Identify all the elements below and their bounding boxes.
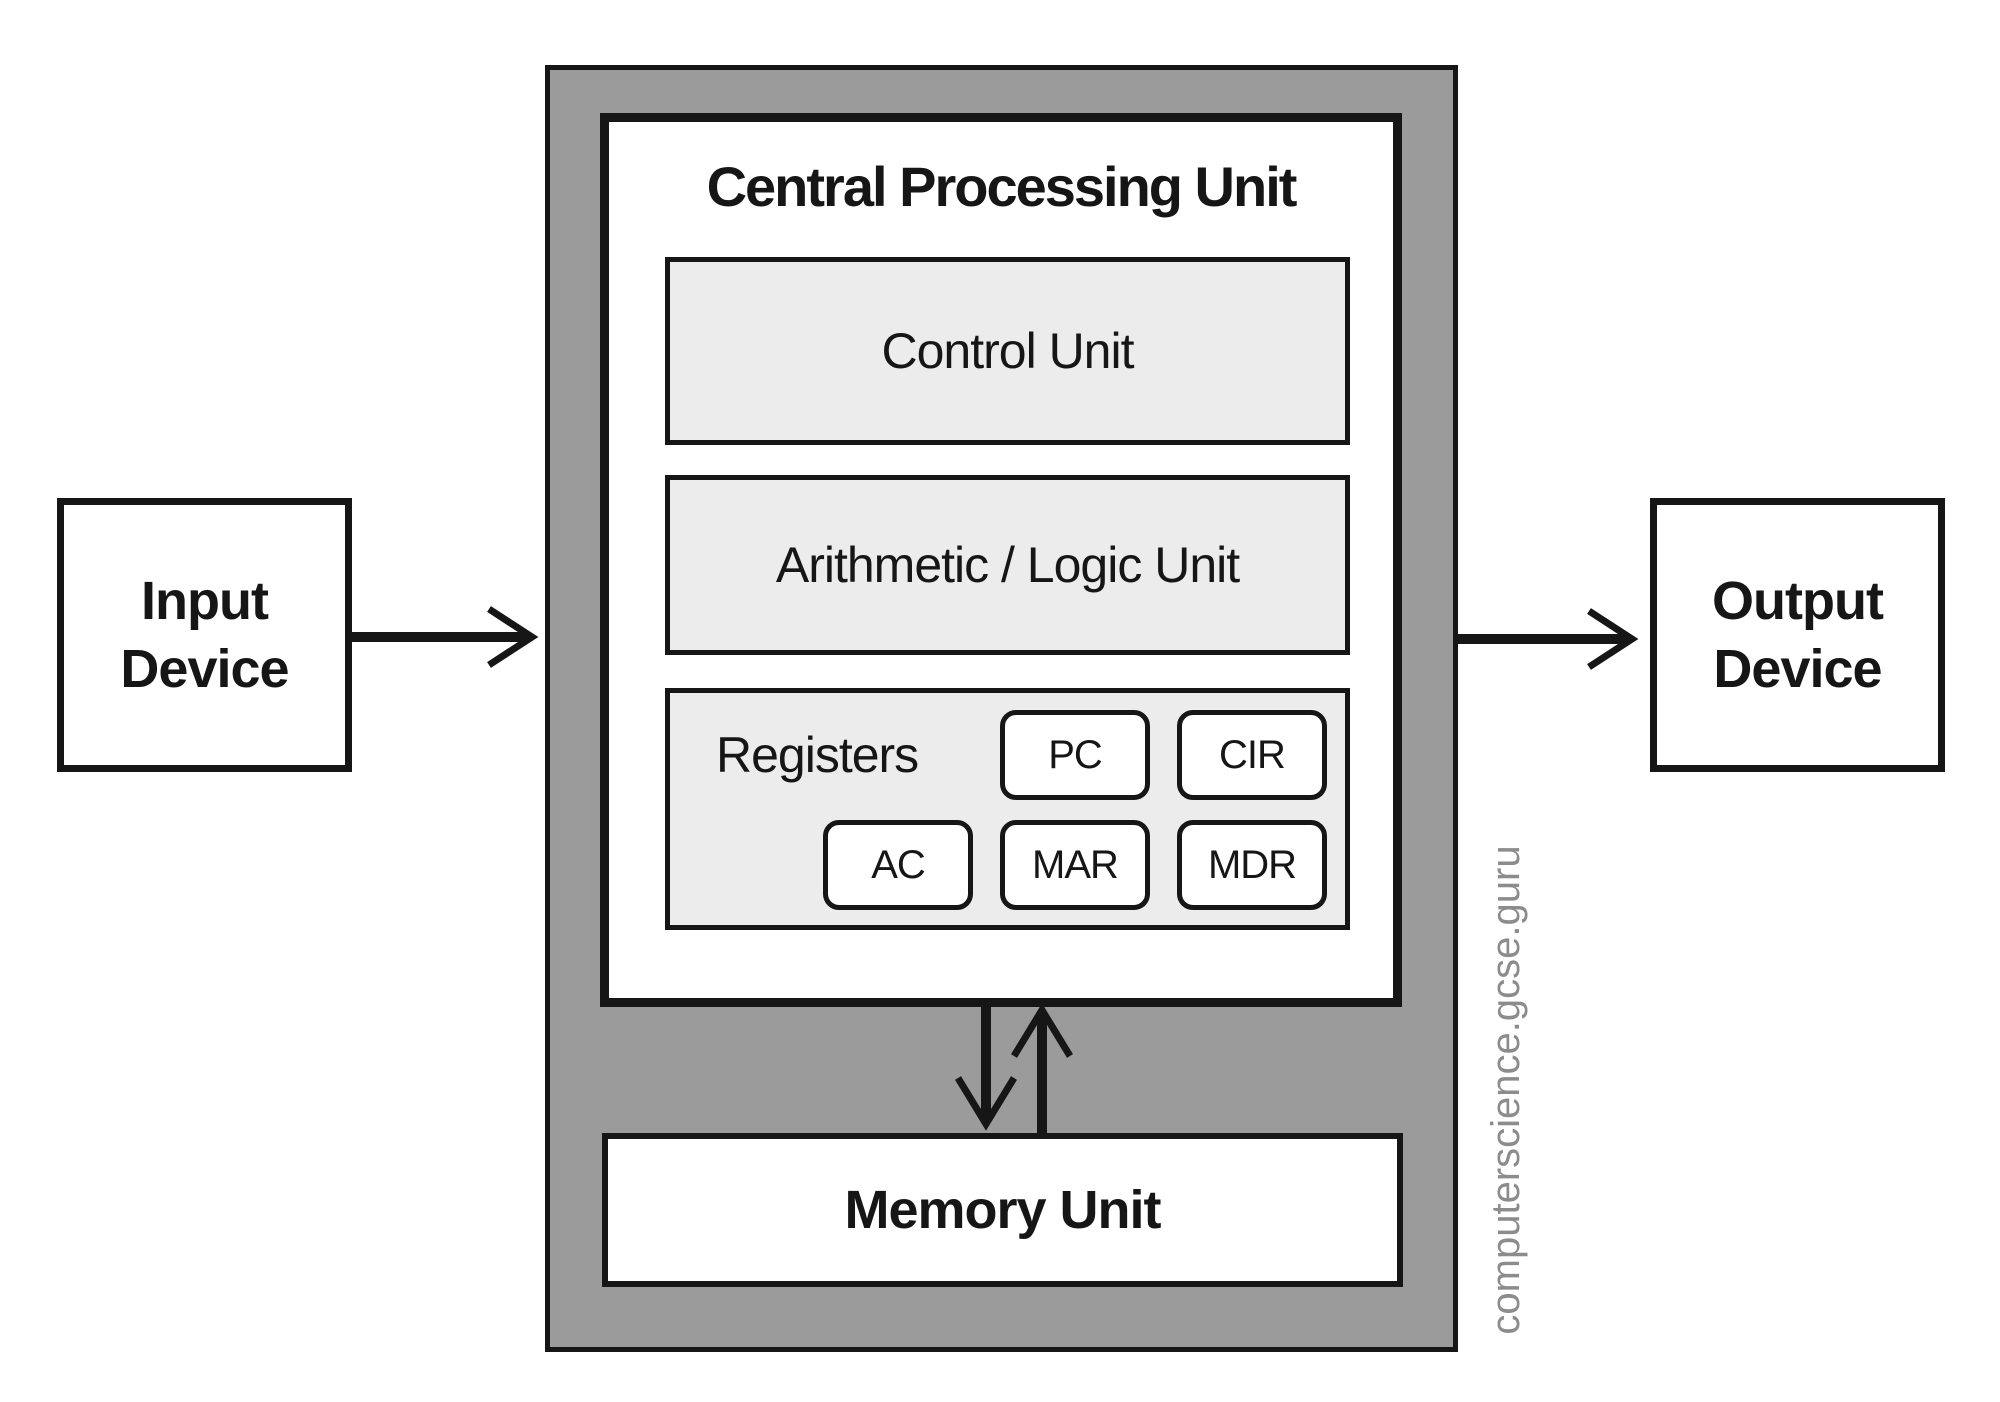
register-chip-ac: AC bbox=[823, 820, 973, 910]
input-arrow bbox=[352, 606, 539, 668]
alu-box: Arithmetic / Logic Unit bbox=[665, 475, 1350, 655]
register-chip-mar-label: MAR bbox=[1032, 842, 1119, 887]
input-device-label-line1: Input bbox=[141, 571, 269, 631]
register-chip-mar: MAR bbox=[1000, 820, 1150, 910]
memory-unit-label: Memory Unit bbox=[844, 1180, 1161, 1240]
control-unit-label: Control Unit bbox=[881, 323, 1135, 379]
input-device-box: Input Device bbox=[57, 498, 352, 772]
register-chip-pc: PC bbox=[1000, 710, 1150, 800]
output-device-box: Output Device bbox=[1650, 498, 1945, 772]
output-arrow bbox=[1458, 608, 1639, 670]
register-chip-mdr: MDR bbox=[1177, 820, 1327, 910]
cpu-title: Central Processing Unit bbox=[706, 155, 1298, 218]
alu-label: Arithmetic / Logic Unit bbox=[775, 537, 1240, 593]
registers-box: Registers PC CIR AC MAR MDR bbox=[665, 688, 1350, 930]
registers-label: Registers bbox=[716, 727, 919, 783]
register-chip-mdr-label: MDR bbox=[1207, 842, 1297, 887]
register-chip-pc-label: PC bbox=[1048, 732, 1103, 777]
cpu-box: Central Processing Unit Control Unit Ari… bbox=[600, 113, 1402, 1007]
output-device-label-line2: Device bbox=[1713, 639, 1882, 699]
register-chip-ac-label: AC bbox=[871, 842, 926, 887]
input-device-label-line2: Device bbox=[120, 639, 289, 699]
watermark-text: computerscience.gcse.guru bbox=[1484, 845, 1528, 1335]
control-unit-box: Control Unit bbox=[665, 257, 1350, 445]
output-device-label-line1: Output bbox=[1712, 571, 1884, 631]
register-chip-cir: CIR bbox=[1177, 710, 1327, 800]
register-chip-cir-label: CIR bbox=[1219, 732, 1286, 777]
memory-unit-box: Memory Unit bbox=[602, 1133, 1403, 1287]
